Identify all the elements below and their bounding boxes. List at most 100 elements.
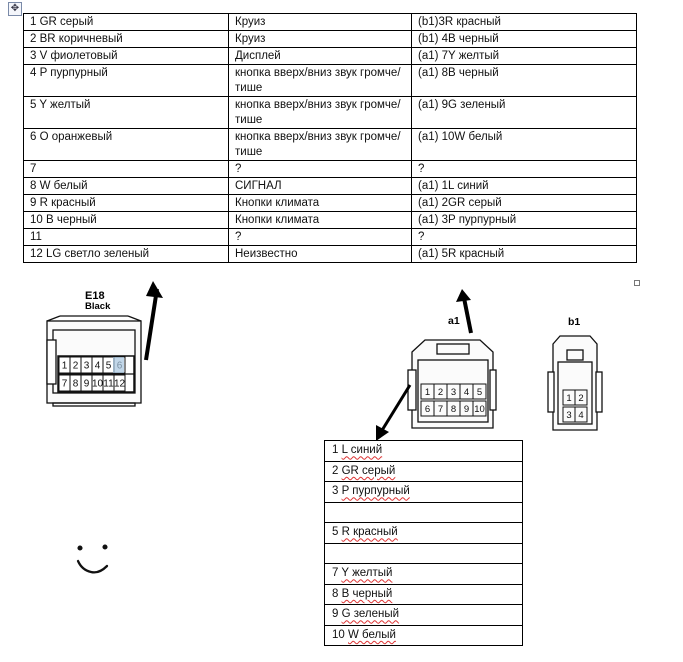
pin-number: 8 — [332, 587, 339, 600]
e18-pin-number: 4 — [95, 361, 101, 372]
a1-pin-number: 2 — [438, 387, 443, 398]
b1-pin-number: 3 — [566, 410, 571, 421]
a1-pin-number: 6 — [425, 404, 430, 415]
cell-pin[interactable]: 12 LG светло зеленый — [23, 245, 229, 263]
cell-pin[interactable]: 5 Y желтый — [23, 96, 229, 129]
table-row — [324, 542, 523, 564]
cell-pin[interactable]: 4 P пурпурный — [23, 64, 229, 97]
e18-pin-number: 9 — [84, 379, 90, 390]
b1-pin-cell — [574, 389, 588, 406]
pin-color: G зеленый — [341, 608, 400, 621]
table-row: 10 W белый — [324, 624, 523, 646]
a1-pin-number: 10 — [474, 404, 485, 415]
cell-function[interactable]: кнопка вверх/вниз звук громче/тише — [228, 128, 412, 161]
table-row: 7 Y желтый — [324, 563, 523, 585]
e18-pin-number: 2 — [73, 361, 79, 372]
e18-label: E18 — [85, 290, 105, 302]
pin-color: P пурпурный — [341, 485, 410, 498]
table-row: 5 R красный — [324, 522, 523, 544]
pin-cell[interactable]: 5 R красный — [324, 522, 523, 544]
pin-cell[interactable]: 3 P пурпурный — [324, 481, 523, 503]
e18-color-label: Black — [85, 301, 111, 312]
e18-pin-number: 8 — [73, 379, 79, 390]
pin-cell[interactable]: 10 W белый — [324, 624, 523, 646]
pin-cell[interactable]: 2 GR серый — [324, 460, 523, 482]
cell-pin[interactable]: 6 O оранжевый — [23, 128, 229, 161]
table-row: 3 P пурпурный — [324, 481, 523, 503]
pin-number: 3 — [332, 485, 339, 498]
a1-pin-number: 3 — [451, 387, 456, 398]
cell-function[interactable]: Неизвестно — [228, 245, 412, 263]
a1-pin-cell — [472, 383, 487, 400]
b1-pin-number: 1 — [566, 393, 571, 404]
pin-number: 2 — [332, 464, 339, 477]
a1-pin-number: 1 — [425, 387, 430, 398]
pin-cell[interactable]: 1 L синий — [324, 440, 523, 462]
pin-cell[interactable]: 9 G зеленый — [324, 604, 523, 626]
arrow-to-pin-table — [376, 384, 412, 441]
cell-function[interactable]: кнопка вверх/вниз звук громче/тише — [228, 64, 412, 97]
e18-pin-number: 10 — [92, 379, 104, 390]
table-move-handle-icon[interactable]: ✥ — [8, 2, 22, 16]
table-row: 8 B черный — [324, 583, 523, 605]
table-row: 2 GR серый — [324, 460, 523, 482]
table-row: 11?? — [23, 228, 637, 246]
a1-pin-number: 7 — [438, 404, 443, 415]
table-resize-handle[interactable] — [634, 280, 640, 286]
a1-label: a1 — [448, 315, 460, 327]
pin-cell[interactable] — [324, 542, 523, 564]
b1-pin-number: 2 — [578, 393, 583, 404]
e18-pin-number: 3 — [84, 361, 90, 372]
pin-number: 7 — [332, 567, 339, 580]
a1-pin-number: 9 — [464, 404, 469, 415]
pin-number: 9 — [332, 608, 339, 621]
pin-color: L синий — [341, 444, 383, 457]
pin-cell[interactable]: 7 Y желтый — [324, 563, 523, 585]
pin-color: GR серый — [341, 464, 396, 477]
pin-color: B черный — [341, 587, 393, 600]
cell-target[interactable]: (a1) 9G зеленый — [411, 96, 637, 129]
cell-function[interactable]: кнопка вверх/вниз звук громче/тише — [228, 96, 412, 129]
table-row — [324, 501, 523, 523]
b1-label: b1 — [568, 316, 580, 328]
e18-pin-number: 5 — [106, 361, 112, 372]
pin-color: R красный — [341, 526, 398, 539]
b1-pin-cell — [574, 406, 588, 423]
arrow-to-a1-row — [456, 289, 473, 334]
pin-color: W белый — [348, 628, 396, 641]
cell-target[interactable]: (a1) 5R красный — [411, 245, 637, 263]
smiley-doodle-icon — [76, 544, 109, 574]
table-row: 1 L синий — [324, 440, 523, 462]
pin-number: 1 — [332, 444, 339, 457]
cell-target[interactable]: (a1) 1L синий — [411, 177, 637, 195]
cell-target[interactable]: (a1) 7Y желтый — [411, 47, 637, 65]
pin-number: 5 — [332, 526, 339, 539]
e18-pin-number: 12 — [114, 379, 126, 390]
e18-pin-number: 11 — [103, 379, 114, 390]
arrow-to-e18-row — [144, 281, 163, 361]
pin-cell[interactable] — [324, 501, 523, 523]
a1-pin-number: 8 — [451, 404, 456, 415]
table-row: 9 G зеленый — [324, 604, 523, 626]
pin-color: Y желтый — [341, 567, 393, 580]
pin-cell[interactable]: 8 B черный — [324, 583, 523, 605]
e18-pin-number: 1 — [62, 361, 68, 372]
e18-pin-cell — [113, 374, 126, 392]
a1-pin-number: 4 — [464, 387, 469, 398]
a1-pin-cell — [472, 400, 487, 417]
a1-pin-number: 5 — [477, 387, 482, 398]
b1-pin-number: 4 — [578, 410, 583, 421]
pin-number: 10 — [332, 628, 345, 641]
